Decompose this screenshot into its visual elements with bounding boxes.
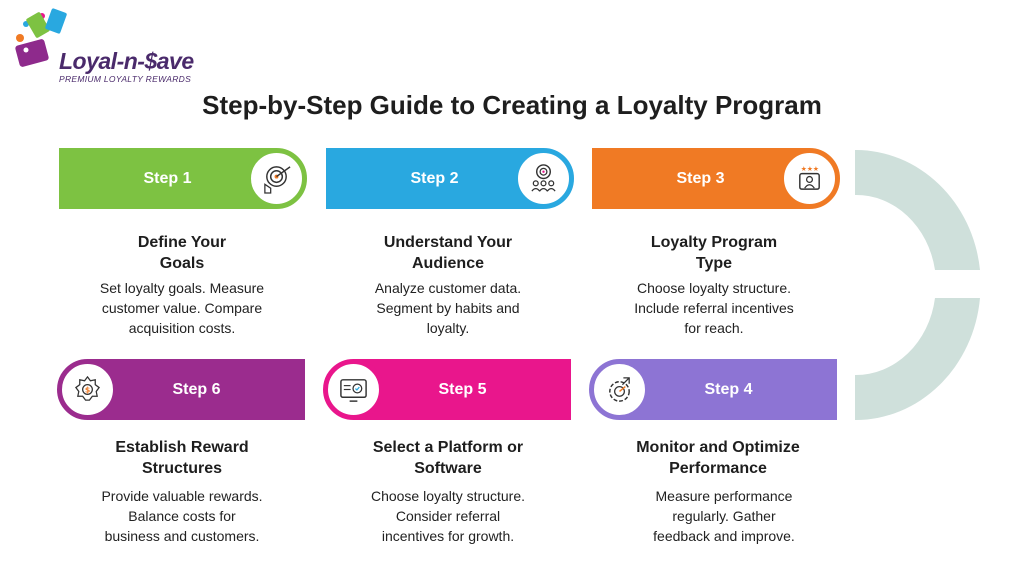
rating-card-icon: ★★★ — [799, 165, 820, 190]
page-title: Step-by-Step Guide to Creating a Loyalty… — [202, 90, 822, 120]
step-4-label: Step 4 — [704, 381, 753, 398]
step-3-icon-circle: ★★★ — [779, 148, 840, 209]
step-2-icon-circle — [513, 148, 574, 209]
step-6-bar: $ Step 6 — [57, 359, 305, 420]
audience-target-icon — [531, 164, 556, 192]
decorative-arc — [855, 150, 980, 420]
step-5-description: Choose loyalty structure.Consider referr… — [370, 488, 526, 544]
step-1-bar: Step 1 — [59, 148, 307, 209]
brand-logo: Loyal-n-$ave PREMIUM LOYALTY REWARDS — [12, 8, 212, 84]
svg-text:★★★: ★★★ — [801, 165, 819, 173]
step-3-bar: ★★★ Step 3 — [592, 148, 840, 209]
step-2-bar: Step 2 — [326, 148, 574, 209]
brand-tagline: PREMIUM LOYALTY REWARDS — [59, 74, 192, 84]
price-tags-icon — [15, 8, 67, 67]
step-3-label: Step 3 — [676, 170, 725, 187]
step-5-bar: Step 5 — [323, 359, 571, 420]
target-hand-icon — [264, 166, 291, 194]
step-5-label: Step 5 — [438, 381, 487, 398]
step-2-label: Step 2 — [410, 170, 459, 187]
step-1-label: Step 1 — [143, 170, 192, 187]
step-3-description: Choose loyalty structure.Include referra… — [634, 280, 794, 336]
step-2-description: Analyze customer data.Segment by habits … — [374, 280, 522, 336]
brand-name: Loyal-n-$ave — [59, 48, 194, 74]
step-1-icon-circle — [246, 148, 307, 209]
step-6-description: Provide valuable rewards.Balance costs f… — [101, 488, 263, 544]
step-6-icon-circle: $ — [57, 359, 118, 420]
reward-badge-icon: $ — [74, 375, 101, 401]
step-6-label: Step 6 — [172, 381, 221, 398]
step-4-bar: Step 4 — [589, 359, 837, 420]
svg-text:$: $ — [85, 385, 90, 394]
platform-screen-icon — [340, 379, 367, 402]
performance-gear-icon — [609, 377, 630, 402]
step-5-icon-circle — [323, 359, 384, 420]
step-4-icon-circle — [589, 359, 650, 420]
